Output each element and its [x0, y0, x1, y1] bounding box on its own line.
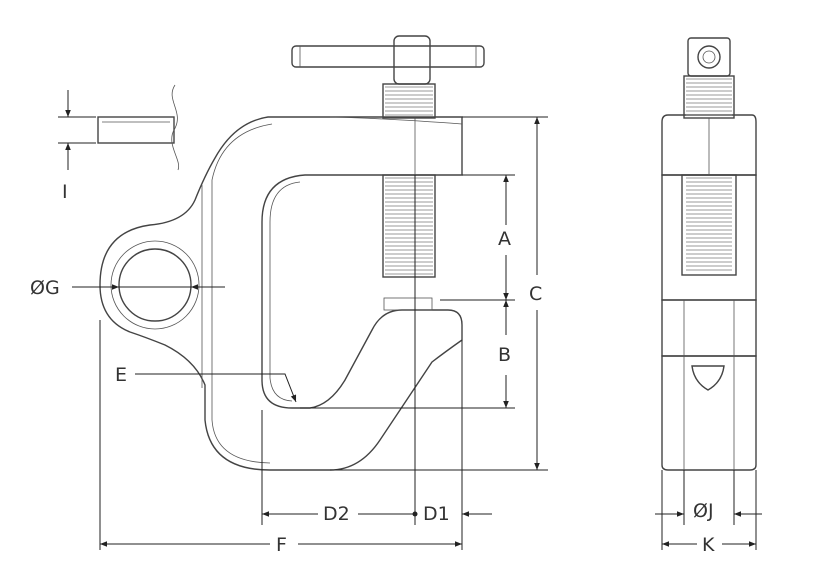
- label-j: ØJ: [693, 500, 714, 522]
- t-handle-screw: [291, 35, 485, 278]
- label-i: I: [62, 181, 68, 203]
- label-f: F: [276, 534, 287, 556]
- dimension-lines: [58, 90, 762, 550]
- label-e: E: [115, 364, 127, 386]
- label-k: K: [702, 534, 715, 556]
- side-view: [661, 37, 757, 471]
- front-view: [97, 35, 485, 471]
- label-d1: D1: [423, 503, 450, 525]
- eye-hole: [118, 248, 192, 322]
- label-c: C: [529, 283, 542, 305]
- flange-section: [97, 84, 180, 171]
- label-g: ØG: [30, 277, 60, 299]
- label-b: B: [498, 344, 511, 366]
- label-a: A: [498, 228, 511, 250]
- label-d2: D2: [323, 503, 350, 525]
- clamp-body: [99, 116, 463, 471]
